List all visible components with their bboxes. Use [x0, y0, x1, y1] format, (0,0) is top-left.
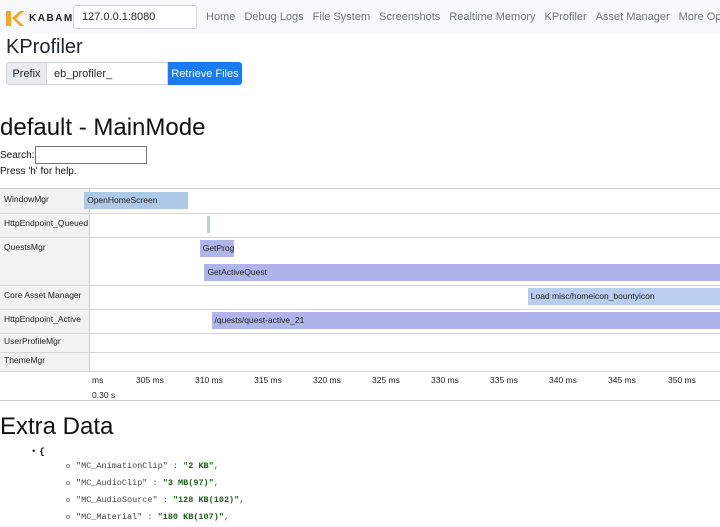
row-divider [0, 333, 720, 334]
json-separator: : [142, 512, 158, 522]
timeline-bar[interactable]: /quests/quest-active_21 [211, 312, 720, 329]
nav-more-label: More Options [678, 11, 720, 23]
axis-tick-label: 320 ms [313, 375, 341, 385]
nav-asset-manager[interactable]: Asset Manager [595, 11, 670, 23]
json-key: "MC_AnimationClip" [76, 461, 168, 471]
nav-links: Home Debug Logs File System Screenshots … [206, 11, 720, 23]
timeline-bar[interactable]: GetProgr [199, 240, 234, 257]
axis-tick-label: 345 ms [608, 375, 636, 385]
axis-tick-label: 330 ms [431, 375, 459, 385]
axis-tick-label: 305 ms [136, 375, 164, 385]
timeline-bar[interactable]: Load misc/homeicon_bountyicon [527, 288, 720, 305]
axis-tick-label: 325 ms [372, 375, 400, 385]
json-key: "MC_AudioClip" [76, 478, 148, 488]
nav-more-options[interactable]: More Options [679, 11, 720, 23]
circle-bullet-icon [66, 498, 70, 502]
nav-home[interactable]: Home [206, 11, 236, 23]
axis-tick-label: 350 ms [668, 375, 696, 385]
row-label: HttpEndpoint_Active [4, 314, 82, 324]
brand-logo[interactable]: KABAM [6, 10, 74, 26]
row-label: HttpEndpoint_Queued [4, 218, 89, 228]
json-value: "2 KB" [183, 461, 214, 471]
json-root[interactable]: • { [31, 447, 45, 457]
bullet-icon: • [31, 447, 37, 457]
row-label: UserProfileMgr [4, 336, 61, 346]
help-text: Press 'h' for help. [0, 166, 77, 177]
brand-name: KABAM [29, 12, 74, 24]
circle-bullet-icon [66, 481, 70, 485]
row-divider [0, 352, 720, 353]
prefix-group: Prefix Retrieve Files [6, 62, 242, 85]
json-entry: "MC_Material" : "180 KB(107)", [66, 512, 229, 522]
host-input[interactable] [73, 5, 197, 29]
row-label: QuestsMgr [4, 242, 46, 252]
axis-tick-label: 335 ms [490, 375, 518, 385]
search-input[interactable] [35, 146, 147, 164]
json-comma: , [213, 478, 219, 488]
json-value: "180 KB(107)" [157, 512, 224, 522]
json-comma: , [213, 461, 219, 471]
timeline-bar[interactable]: / [206, 216, 211, 233]
json-comma: , [239, 495, 245, 505]
axis-tick-label: ms [92, 375, 104, 385]
timeline-bar[interactable]: OpenHomeScreen [84, 192, 188, 209]
nav-file-system[interactable]: File System [312, 11, 371, 23]
json-value: "128 KB(102)" [172, 495, 240, 505]
axis-tick-label: 310 ms [195, 375, 223, 385]
axis-scale-label: 0.30 s [92, 390, 116, 400]
row-label: ThemeMgr [4, 355, 46, 365]
json-entry: "MC_AnimationClip" : "2 KB", [66, 461, 219, 471]
axis-tick-label: 315 ms [254, 375, 282, 385]
axis-tick-label: 340 ms [549, 375, 577, 385]
kabam-logo-icon [6, 10, 24, 26]
retrieve-files-button[interactable]: Retrieve Files [168, 62, 242, 85]
prefix-label: Prefix [6, 62, 46, 85]
json-key: "MC_AudioSource" [76, 495, 158, 505]
row-label: Core Asset Manager [4, 290, 82, 300]
circle-bullet-icon [66, 464, 70, 468]
row-divider [0, 309, 720, 310]
nav-debug-logs[interactable]: Debug Logs [244, 11, 304, 23]
json-open-brace: { [39, 447, 45, 457]
row-divider [0, 285, 720, 286]
prefix-input[interactable] [46, 62, 168, 85]
extra-data-title: Extra Data [0, 413, 114, 440]
json-entry: "MC_AudioSource" : "128 KB(102)", [66, 495, 244, 505]
json-separator: : [167, 461, 184, 471]
json-key: "MC_Material" [76, 512, 143, 522]
row-label: WindowMgr [4, 194, 49, 204]
timeline-bar[interactable]: GetActiveQuest [204, 264, 720, 281]
row-labels-column [0, 189, 90, 371]
json-value: "3 MB(97)" [162, 478, 214, 488]
json-separator: : [157, 495, 173, 505]
row-divider [0, 237, 720, 238]
json-separator: : [147, 478, 163, 488]
json-entry: "MC_AudioClip" : "3 MB(97)", [66, 478, 219, 488]
page-title: KProfiler [6, 36, 83, 58]
nav-kprofiler[interactable]: KProfiler [544, 11, 587, 23]
circle-bullet-icon [66, 515, 70, 519]
json-comma: , [223, 512, 230, 522]
row-divider [0, 213, 720, 214]
nav-realtime-memory[interactable]: Realtime Memory [449, 11, 536, 23]
navbar: KABAM Home Debug Logs File System Screen… [0, 0, 720, 34]
mode-title: default - MainMode [0, 114, 206, 141]
nav-screenshots[interactable]: Screenshots [379, 11, 441, 23]
row-divider [0, 371, 720, 372]
search-label: Search: [0, 150, 35, 161]
